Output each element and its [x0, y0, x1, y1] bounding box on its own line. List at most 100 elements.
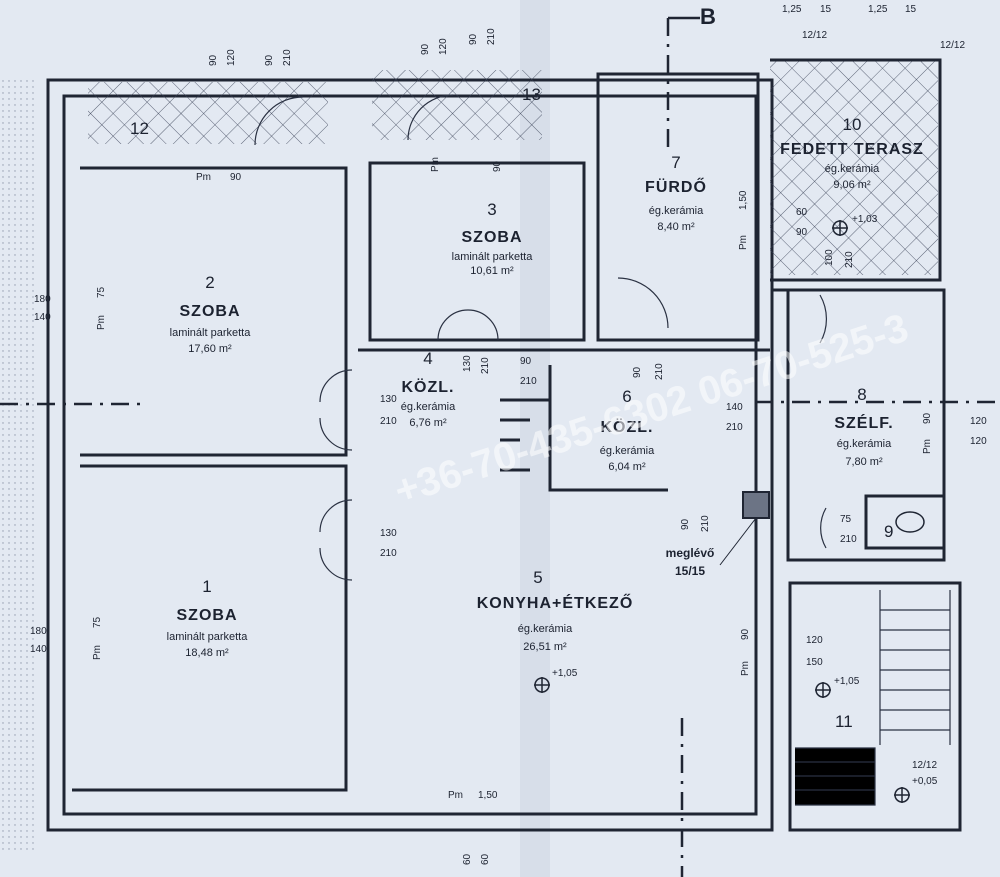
room-2-name: SZOBA [180, 303, 241, 320]
level-label-b: +1,05 [552, 668, 578, 679]
dim-w3-b: 120 [438, 38, 449, 55]
dim-w1-a: 180 [30, 626, 47, 637]
room-2-material: laminált parketta [170, 327, 252, 339]
room-5-name: KONYHA+ÉTKEZŐ [477, 593, 634, 612]
dim-w1-b: 140 [30, 644, 47, 655]
room-3-material: laminált parketta [452, 251, 534, 263]
dim-d6r-a: 140 [726, 402, 743, 413]
dim-wb-pm: Pm [448, 790, 463, 801]
dim-d9-b: 210 [840, 534, 857, 545]
dim-d1-b: 210 [380, 548, 397, 559]
level-label-a: +1,03 [852, 214, 878, 225]
dim-w12-c: 90 [264, 54, 275, 66]
dim-d10-a: 100 [824, 249, 835, 266]
hatch-room-12 [88, 82, 328, 144]
dim-w7-c: 90 [796, 227, 808, 238]
dim-w7-a: 1,50 [738, 190, 749, 210]
dim-w3-d: 210 [486, 28, 497, 45]
dim-w3-c: 90 [468, 33, 479, 45]
dim-d6-b: 210 [520, 376, 537, 387]
dim-w3-e: 90 [492, 160, 503, 172]
room-10-material: ég.kerámia [825, 163, 880, 175]
dim-w2-pm: Pm [96, 315, 107, 330]
dim-d9-a: 75 [840, 514, 852, 525]
room-1-number: 1 [202, 577, 211, 596]
dim-d6r-b: 210 [726, 422, 743, 433]
dim-w12-a: 90 [208, 54, 219, 66]
room-8-area: 7,80 m² [845, 456, 883, 468]
room-3-number: 3 [487, 200, 496, 219]
room-6-number: 6 [622, 387, 631, 406]
dim-d3-a: 130 [462, 355, 473, 372]
hatch-room-13 [372, 70, 542, 140]
chimney-size: 15/15 [675, 564, 705, 578]
dim-d7-a: 90 [632, 366, 643, 378]
room-7-name: FÜRDŐ [645, 177, 707, 196]
dim-d11-b: 150 [806, 657, 823, 668]
dim-w7-pm: Pm [738, 235, 749, 250]
dim-w8-pm: Pm [922, 439, 933, 454]
section-marker-label: B [700, 4, 716, 29]
top-dim-2: 15 [820, 4, 832, 15]
column-label-b: 12/12 [940, 40, 965, 51]
dim-w12-b: 120 [226, 49, 237, 66]
site-texture-left [0, 80, 36, 850]
dim-w1-c: 75 [92, 616, 103, 628]
dim-d7-b: 210 [654, 363, 665, 380]
chimney-leader [719, 517, 757, 566]
room-3-name: SZOBA [462, 229, 523, 246]
room-7-material: ég.kerámia [649, 205, 704, 217]
paper-fold [520, 0, 550, 877]
dim-wb-c: 60 [480, 853, 491, 865]
room-8-material: ég.kerámia [837, 438, 892, 450]
section-lines [0, 18, 1000, 877]
room-10-area: 9,06 m² [833, 179, 871, 191]
top-dim-1: 1,25 [782, 4, 802, 15]
toilet-icon [895, 511, 925, 533]
dim-w1-pm: Pm [92, 645, 103, 660]
room-9-number: 9 [884, 522, 893, 541]
room-8-number: 8 [857, 385, 866, 404]
column-label-a: 12/12 [802, 30, 827, 41]
room-4-number: 4 [423, 349, 432, 368]
room-4-name: KÖZL. [402, 377, 455, 396]
room-6-area: 6,04 m² [608, 461, 646, 473]
column-label-c: 12/12 [912, 760, 937, 771]
dim-w2-b: 140 [34, 312, 51, 323]
level-marker-icons [534, 220, 910, 803]
dim-d10-b: 210 [844, 251, 855, 268]
room-13-number: 13 [522, 85, 541, 104]
dim-d1-a: 130 [380, 528, 397, 539]
dim-w12-e: 90 [230, 172, 242, 183]
dim-d11-a: 120 [806, 635, 823, 646]
chimney-label: meglévő [666, 546, 715, 560]
dim-d5-b: 210 [700, 515, 711, 532]
dim-d5-a: 90 [680, 518, 691, 530]
dim-d3-b: 210 [480, 357, 491, 374]
dim-w5-a: 90 [740, 628, 751, 640]
room-4-material: ég.kerámia [401, 401, 456, 413]
dim-w5-pm: Pm [740, 661, 751, 676]
room-5-number: 5 [533, 568, 542, 587]
top-dim-3: 1,25 [868, 4, 888, 15]
door-swings [254, 94, 827, 581]
room-2-number: 2 [205, 273, 214, 292]
room-2-area: 17,60 m² [188, 343, 232, 355]
dim-w8-a: 120 [970, 416, 987, 427]
room-5-material: ég.kerámia [518, 623, 573, 635]
room-1-area: 18,48 m² [185, 647, 229, 659]
level-label-d: +0,05 [912, 776, 938, 787]
dim-wb-b: 60 [462, 853, 473, 865]
room-12-number: 12 [130, 119, 149, 138]
hatch-room-10 [770, 60, 938, 275]
room-4-area: 6,76 m² [409, 417, 447, 429]
interior-walls [72, 58, 962, 832]
room-10-number: 10 [843, 115, 862, 134]
room-6-name: KÖZL. [601, 417, 654, 436]
chimney [742, 491, 770, 519]
level-label-c: +1,05 [834, 676, 860, 687]
dim-w8-b: 120 [970, 436, 987, 447]
dim-w3-a: 90 [420, 43, 431, 55]
dim-d4-b: 210 [380, 416, 397, 427]
room-1-material: laminált parketta [167, 631, 249, 643]
